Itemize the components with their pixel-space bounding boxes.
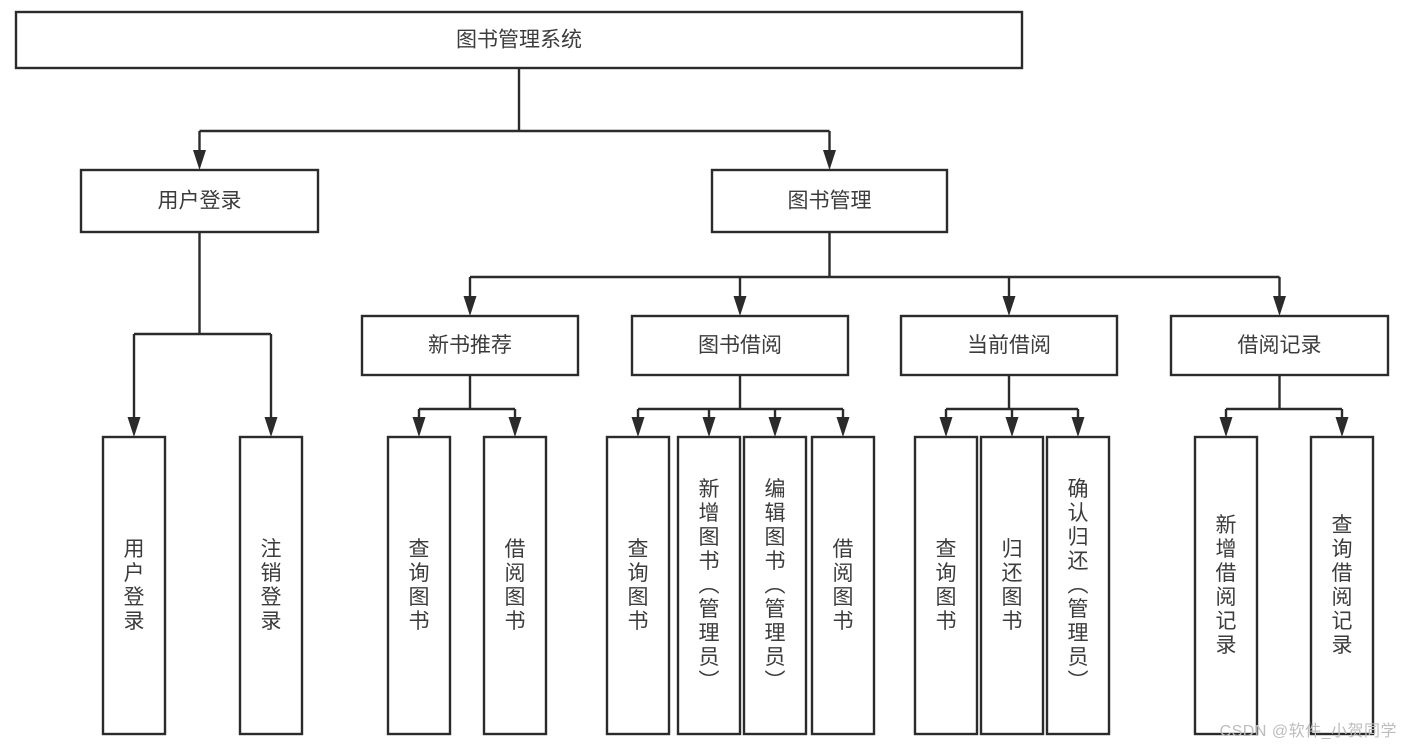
node-label-query-book-1: 查询图书 — [409, 538, 430, 633]
connector-lines — [127, 68, 1349, 437]
node-box-borrow-book-1 — [482, 435, 548, 736]
node-book-borrow[interactable]: 图书借阅 — [630, 314, 850, 377]
node-label-add-borrow-record: 新增借阅记录 — [1216, 514, 1237, 657]
node-root[interactable]: 图书管理系统 — [14, 10, 1024, 70]
node-return-book[interactable]: 归还图书 — [979, 435, 1045, 736]
l2-user-login-branch-0-arrowhead — [127, 417, 141, 437]
node-label-book-borrow: 图书借阅 — [698, 334, 782, 357]
l3-borrow-record-branch-1-arrowhead — [1335, 417, 1349, 437]
node-box-user-login — [79, 168, 320, 234]
l2-book-manage-branch-1-arrowhead — [733, 296, 747, 316]
root-branch-0-arrowhead — [193, 150, 206, 170]
l2-book-manage-branch-3-arrowhead — [1273, 296, 1286, 316]
node-current-borrow[interactable]: 当前借阅 — [899, 314, 1119, 377]
node-label-query-book-3: 查询图书 — [936, 538, 957, 633]
node-label-borrow-book-1: 借阅图书 — [505, 538, 526, 633]
node-borrow-record[interactable]: 借阅记录 — [1169, 314, 1390, 377]
node-box-book-borrow — [630, 314, 850, 377]
node-box-new-book-recommend — [360, 314, 580, 377]
l3-current-borrow-branch-0-arrowhead — [939, 417, 953, 437]
node-confirm-return-admin[interactable]: 确认归还︵管理员︶ — [1045, 435, 1111, 736]
node-new-book-recommend[interactable]: 新书推荐 — [360, 314, 580, 377]
node-borrow-book-2[interactable]: 借阅图书 — [810, 435, 876, 736]
l2-user-login-branch-1-arrowhead — [264, 417, 278, 437]
l3-current-borrow-branch-1-arrowhead — [1005, 417, 1019, 437]
node-label-return-book: 归还图书 — [1002, 538, 1023, 633]
node-label-confirm-return-admin: 确认归还︵管理员︶ — [1068, 478, 1089, 693]
node-book-manage[interactable]: 图书管理 — [710, 168, 949, 234]
node-label-book-manage: 图书管理 — [788, 190, 872, 213]
node-box-user-login-do — [101, 435, 167, 736]
node-box-query-book-2 — [605, 435, 671, 736]
node-label-current-borrow: 当前借阅 — [967, 334, 1051, 357]
node-box-query-book-3 — [913, 435, 979, 736]
node-label-user-login-do: 用户登录 — [124, 538, 145, 633]
node-add-book-admin[interactable]: 新增图书︵管理员︶ — [676, 435, 742, 736]
l3-book-borrow-branch-1-arrowhead — [702, 417, 716, 437]
l2-book-manage-branch-0-arrowhead — [463, 296, 477, 316]
node-query-borrow-record[interactable]: 查询借阅记录 — [1309, 435, 1375, 736]
node-user-logout[interactable]: 注销登录 — [238, 435, 304, 736]
node-label-query-book-2: 查询图书 — [628, 538, 649, 633]
l3-book-borrow-branch-0-arrowhead — [631, 417, 645, 437]
node-box-edit-book-admin — [742, 435, 808, 736]
l3-borrow-record-branch-0-arrowhead — [1219, 417, 1233, 437]
node-box-current-borrow — [899, 314, 1119, 377]
node-box-borrow-book-2 — [810, 435, 876, 736]
node-box-query-borrow-record — [1309, 435, 1375, 736]
diagram-nodes: 图书管理系统用户登录用户登录注销登录图书管理新书推荐查询图书借阅图书图书借阅查询… — [14, 10, 1390, 736]
node-label-user-logout: 注销登录 — [261, 538, 282, 633]
root-branch-1-arrowhead — [823, 150, 836, 170]
l3-book-borrow-branch-3-arrowhead — [836, 417, 850, 437]
node-query-book-1[interactable]: 查询图书 — [386, 435, 452, 736]
l2-book-manage-branch-2-arrowhead — [1002, 296, 1016, 316]
node-box-user-logout — [238, 435, 304, 736]
node-box-root — [14, 10, 1024, 70]
node-label-add-book-admin: 新增图书︵管理员︶ — [699, 478, 720, 693]
node-borrow-book-1[interactable]: 借阅图书 — [482, 435, 548, 736]
node-user-login[interactable]: 用户登录 — [79, 168, 320, 234]
node-label-root: 图书管理系统 — [456, 29, 582, 52]
node-user-login-do[interactable]: 用户登录 — [101, 435, 167, 736]
l3-current-borrow-branch-2-arrowhead — [1071, 417, 1085, 437]
node-box-confirm-return-admin — [1045, 435, 1111, 736]
node-label-new-book-recommend: 新书推荐 — [428, 334, 512, 357]
node-label-user-login: 用户登录 — [158, 190, 242, 213]
node-box-query-book-1 — [386, 435, 452, 736]
node-query-book-3[interactable]: 查询图书 — [913, 435, 979, 736]
node-label-borrow-book-2: 借阅图书 — [833, 538, 854, 633]
l3-new-book-recommend-branch-1-arrowhead — [508, 417, 522, 437]
l3-book-borrow-branch-2-arrowhead — [768, 417, 782, 437]
node-box-book-manage — [710, 168, 949, 234]
node-box-borrow-record — [1169, 314, 1390, 377]
node-box-return-book — [979, 435, 1045, 736]
node-label-edit-book-admin: 编辑图书︵管理员︶ — [765, 478, 786, 693]
node-box-add-book-admin — [676, 435, 742, 736]
node-add-borrow-record[interactable]: 新增借阅记录 — [1193, 435, 1259, 736]
l3-new-book-recommend-branch-0-arrowhead — [412, 417, 426, 437]
node-label-borrow-record: 借阅记录 — [1238, 334, 1322, 357]
node-query-book-2[interactable]: 查询图书 — [605, 435, 671, 736]
node-label-query-borrow-record: 查询借阅记录 — [1332, 514, 1353, 657]
node-box-add-borrow-record — [1193, 435, 1259, 736]
node-edit-book-admin[interactable]: 编辑图书︵管理员︶ — [742, 435, 808, 736]
